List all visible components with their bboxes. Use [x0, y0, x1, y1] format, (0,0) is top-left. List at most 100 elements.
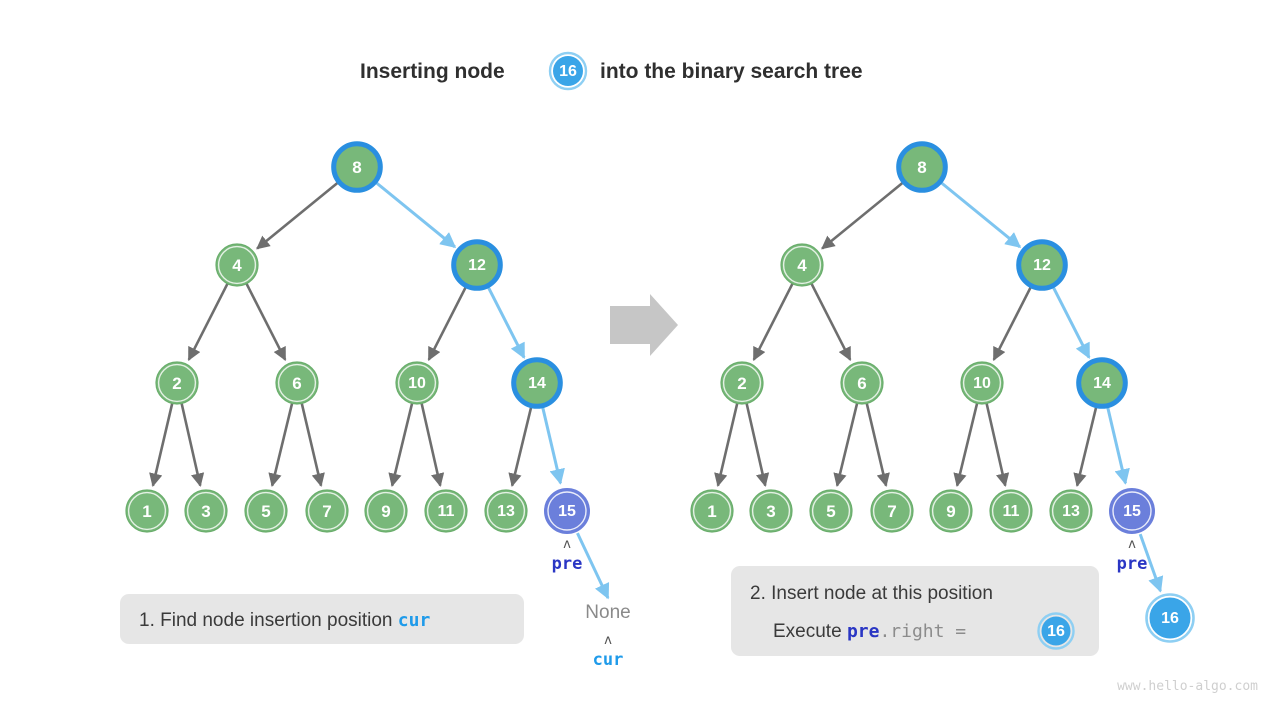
tree-node-14[interactable]: 14: [1076, 357, 1128, 409]
node-value-label: 3: [201, 502, 210, 521]
node-value-label: 1: [142, 502, 151, 521]
tree-edge-n14-to-n15: [541, 406, 565, 485]
tree-edge-m2-to-m3: [745, 403, 770, 487]
node-circle: [424, 489, 468, 533]
node-value-label: 15: [1123, 503, 1141, 520]
node-value-label: 2: [172, 374, 181, 393]
misc-layer: www.hello-algo.com: [610, 294, 1258, 694]
caption-execute-word: Execute: [773, 621, 847, 642]
tree-node-9[interactable]: 9: [929, 489, 973, 533]
tree-node-6[interactable]: 6: [275, 361, 319, 405]
title-node-badge-16[interactable]: 16: [548, 51, 588, 91]
node-value-label: 15: [558, 503, 576, 520]
tree-node-10[interactable]: 10: [395, 361, 439, 405]
node-inner-ring: [217, 245, 257, 285]
node-inner-ring: [397, 363, 437, 403]
node-circle: [305, 489, 349, 533]
tree-edge-m12-to-m14: [1051, 286, 1091, 359]
tree-edge-n4-to-n6: [245, 283, 287, 362]
tree-node-15[interactable]: 15: [544, 488, 590, 534]
tree-node-5[interactable]: 5: [244, 489, 288, 533]
tree-node-5[interactable]: 5: [809, 489, 853, 533]
pointer-label: pre: [552, 554, 583, 574]
node-value-label: 14: [528, 375, 546, 392]
node-circle: [155, 361, 199, 405]
tree-edge-m8-to-m4: [821, 181, 904, 250]
node-circle: [870, 489, 914, 533]
node-inner-ring: [811, 491, 851, 531]
node-value-label: 7: [322, 502, 331, 521]
tree-node-4[interactable]: 4: [215, 243, 259, 287]
tree-node-9[interactable]: 9: [364, 489, 408, 533]
node-circle: [125, 489, 169, 533]
node-value-label: 4: [232, 256, 242, 275]
node-circle: [453, 241, 501, 289]
caption-left-text: 1. Find node insertion position cur: [139, 610, 430, 631]
caption-node-badge-16[interactable]: 16: [1037, 612, 1075, 650]
tree-edge-m15-to-m16: [1138, 533, 1164, 593]
caption-code-right-assign: .right =: [879, 621, 966, 642]
node-inner-ring: [991, 491, 1031, 531]
tree-node-16[interactable]: 16: [1145, 593, 1195, 643]
tree-node-8[interactable]: 8: [331, 141, 383, 193]
tree-edge-m6-to-m5: [833, 403, 859, 488]
tree-node-12[interactable]: 12: [1016, 239, 1068, 291]
node-inner-ring: [547, 491, 587, 531]
title-prefix: Inserting node: [360, 60, 505, 83]
tree-edge-m4-to-m6: [810, 283, 852, 362]
node-value-label: 11: [438, 503, 455, 520]
tree-node-7[interactable]: 7: [305, 489, 349, 533]
tree-edge-m4-to-m2: [752, 283, 794, 362]
tree-node-8[interactable]: 8: [896, 141, 948, 193]
watermark-label: www.hello-algo.com: [1117, 679, 1258, 694]
node-inner-ring: [1112, 491, 1152, 531]
tree-node-10[interactable]: 10: [960, 361, 1004, 405]
tree-node-1[interactable]: 1: [690, 489, 734, 533]
node-circle: [1109, 488, 1155, 534]
tree-edge-m8-to-m12: [940, 181, 1022, 249]
tree-edge-n6-to-n5: [268, 403, 294, 488]
tree-node-1[interactable]: 1: [125, 489, 169, 533]
tree-node-11[interactable]: 11: [424, 489, 468, 533]
tree-edge-n12-to-n10: [427, 286, 468, 362]
tree-edge-m10-to-m11: [985, 403, 1010, 487]
node-value-label: 3: [766, 502, 775, 521]
node-circle: [275, 361, 319, 405]
node-circle: [333, 143, 381, 191]
tree-node-3[interactable]: 3: [184, 489, 228, 533]
tree-node-4[interactable]: 4: [780, 243, 824, 287]
caption-code-pre: pre: [847, 621, 880, 642]
tree-edge-n8-to-n12: [375, 181, 457, 249]
node-inner-ring: [486, 491, 526, 531]
node-inner-ring: [931, 491, 971, 531]
tree-node-15[interactable]: 15: [1109, 488, 1155, 534]
node-circle: [780, 243, 824, 287]
tree-node-14[interactable]: 14: [511, 357, 563, 409]
node-value-label: 4: [797, 256, 807, 275]
badge-value-label: 16: [1047, 623, 1065, 640]
badge-ring: [548, 51, 588, 91]
tree-node-12[interactable]: 12: [451, 239, 503, 291]
node-circle: [1149, 597, 1191, 639]
node-value-label: 2: [737, 374, 746, 393]
tree-node-11[interactable]: 11: [989, 489, 1033, 533]
tree-edge-dangling-none: [576, 532, 610, 600]
tree-node-2[interactable]: 2: [155, 361, 199, 405]
tree-node-6[interactable]: 6: [840, 361, 884, 405]
tree-node-13[interactable]: 13: [484, 489, 528, 533]
node-highlight-ring: [1145, 593, 1195, 643]
tree-node-2[interactable]: 2: [720, 361, 764, 405]
tree-node-7[interactable]: 7: [870, 489, 914, 533]
caption-box-left: [120, 594, 524, 644]
node-value-label: 5: [826, 502, 835, 521]
tree-node-13[interactable]: 13: [1049, 489, 1093, 533]
tree-node-3[interactable]: 3: [749, 489, 793, 533]
node-circle: [184, 489, 228, 533]
node-circle: [395, 361, 439, 405]
node-value-label: 8: [917, 158, 926, 177]
